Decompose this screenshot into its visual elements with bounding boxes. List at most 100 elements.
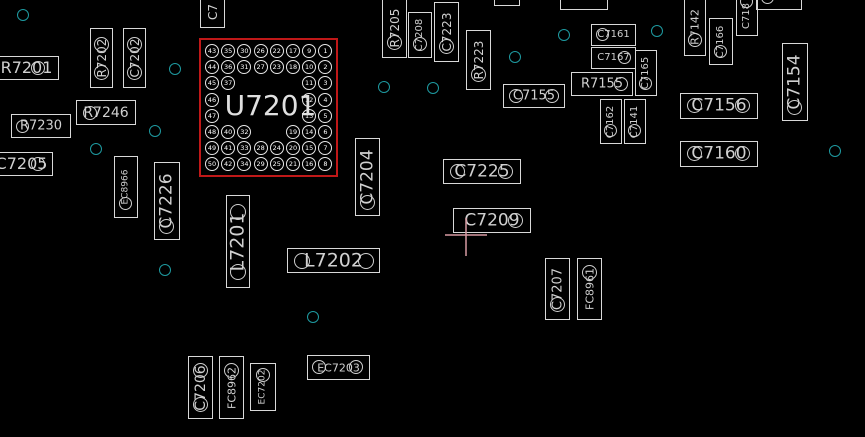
component-label: C7: [205, 3, 220, 21]
component-top-stub-1[interactable]: [494, 0, 520, 6]
chip-ball: 41: [221, 141, 236, 156]
component-label: R7155: [580, 76, 624, 92]
component-c7160[interactable]: C7160: [680, 141, 758, 167]
component-label: C7155: [512, 88, 556, 104]
chip-ball: 20: [286, 141, 300, 156]
component-fc8961[interactable]: FC8961: [577, 258, 602, 320]
component-c7162[interactable]: C7162: [600, 99, 622, 144]
component-c7166[interactable]: C7166: [709, 18, 733, 65]
chip-ball: 40: [221, 125, 236, 139]
component-c7223[interactable]: C7223: [434, 2, 459, 62]
via: [378, 81, 390, 93]
component-c7202[interactable]: C7202: [123, 28, 146, 88]
component-c7207[interactable]: C7207: [545, 258, 570, 320]
component-label: C7209: [464, 210, 520, 230]
chip-ball: 27: [253, 60, 268, 75]
component-l7201[interactable]: L7201: [226, 195, 250, 288]
crosshair-cursor-icon: [445, 218, 487, 256]
chip-ball: 30: [237, 44, 252, 58]
component-label: C7205: [0, 154, 48, 173]
via: [90, 143, 102, 155]
component-c718x[interactable]: C718: [736, 0, 758, 36]
chip-ball: 33: [237, 141, 252, 156]
chip-ball: 26: [253, 44, 268, 58]
component-label: C7166: [715, 25, 726, 58]
component-r7142[interactable]: R7142: [684, 0, 706, 56]
component-label: C7141: [629, 105, 640, 138]
via: [159, 264, 171, 276]
component-c7204[interactable]: C7204: [355, 138, 380, 216]
chip-ball: 21: [286, 157, 300, 172]
component-label: EC7202: [257, 369, 268, 405]
component-c7141[interactable]: C7141: [624, 99, 646, 144]
component-label: C7167: [597, 52, 630, 63]
component-label: R7142: [688, 9, 702, 45]
chip-ball: 23: [269, 60, 284, 75]
component-l7202[interactable]: L7202: [287, 248, 380, 273]
chip-ball: 49: [205, 141, 219, 156]
chip-ball: 7: [318, 141, 333, 156]
component-r7246[interactable]: R7246: [76, 100, 136, 125]
component-c7161[interactable]: C7161: [591, 24, 636, 46]
component-label: C7162: [605, 105, 616, 138]
chip-ball: 34: [237, 157, 252, 172]
chip-ball: 22: [269, 44, 284, 58]
chip-ball: 2: [318, 60, 333, 75]
chip-ball: 11: [302, 76, 317, 91]
component-c7x[interactable]: C7: [200, 0, 225, 28]
component-r7202[interactable]: R7202: [90, 28, 113, 88]
component-top-stub-3[interactable]: [756, 0, 802, 10]
component-c7154[interactable]: C7154: [782, 43, 808, 121]
via: [169, 63, 181, 75]
chip-ball: 12: [302, 92, 317, 107]
chip-ball: 46: [205, 92, 219, 107]
component-top-stub-2[interactable]: [560, 0, 608, 10]
component-label: EC7203: [317, 361, 360, 374]
via: [427, 82, 439, 94]
component-r7223[interactable]: R7223: [466, 30, 491, 90]
chip-ball: 50: [205, 157, 219, 172]
chip-ball: 35: [221, 44, 236, 58]
via: [651, 25, 663, 37]
component-c7155[interactable]: C7155: [503, 84, 565, 108]
component-c7209[interactable]: C7209: [453, 208, 531, 233]
component-label: C7161: [597, 29, 630, 40]
chip-ball: 8: [318, 157, 333, 172]
component-c7205[interactable]: C7205: [0, 152, 53, 176]
component-fc8962[interactable]: FC8962: [219, 356, 244, 419]
chip-ball: 42: [221, 157, 236, 172]
component-label: R7230: [19, 118, 63, 134]
component-c7167[interactable]: C7167: [591, 47, 636, 69]
via: [17, 9, 29, 21]
component-r7205[interactable]: R7205: [382, 0, 407, 58]
component-ec7203[interactable]: EC7203: [307, 355, 370, 380]
component-c7156[interactable]: C7156: [680, 93, 758, 119]
component-c7208[interactable]: C7208: [408, 12, 432, 58]
chip-ball: 15: [302, 141, 317, 156]
component-label: FC8961: [583, 267, 596, 311]
component-c7226[interactable]: C7226: [154, 162, 180, 240]
chip-ball: 24: [269, 141, 284, 156]
chip-ball: 3: [318, 76, 333, 91]
component-label: C7204: [357, 149, 377, 205]
chip-ball: 32: [237, 125, 252, 139]
component-ec8966[interactable]: EC8966: [114, 156, 138, 218]
chip-ball: 18: [286, 60, 300, 75]
component-c7225[interactable]: C7225: [443, 159, 521, 184]
component-label: R7223: [471, 40, 486, 80]
component-ec7202[interactable]: EC7202: [250, 363, 276, 411]
component-r7230[interactable]: R7230: [11, 114, 71, 138]
component-c7165[interactable]: C7165: [635, 50, 657, 96]
chip-ball: 36: [221, 60, 236, 75]
component-c7206[interactable]: C7206: [188, 356, 213, 419]
chip-ball: 1: [318, 44, 333, 58]
component-r7155[interactable]: R7155: [571, 72, 633, 96]
via: [149, 125, 161, 137]
component-label: R7201: [0, 58, 53, 77]
component-r7201[interactable]: R7201: [0, 56, 59, 80]
component-label: C7223: [439, 12, 454, 52]
chip-ball: 5: [318, 108, 333, 123]
chip-ball: 4: [318, 92, 333, 107]
